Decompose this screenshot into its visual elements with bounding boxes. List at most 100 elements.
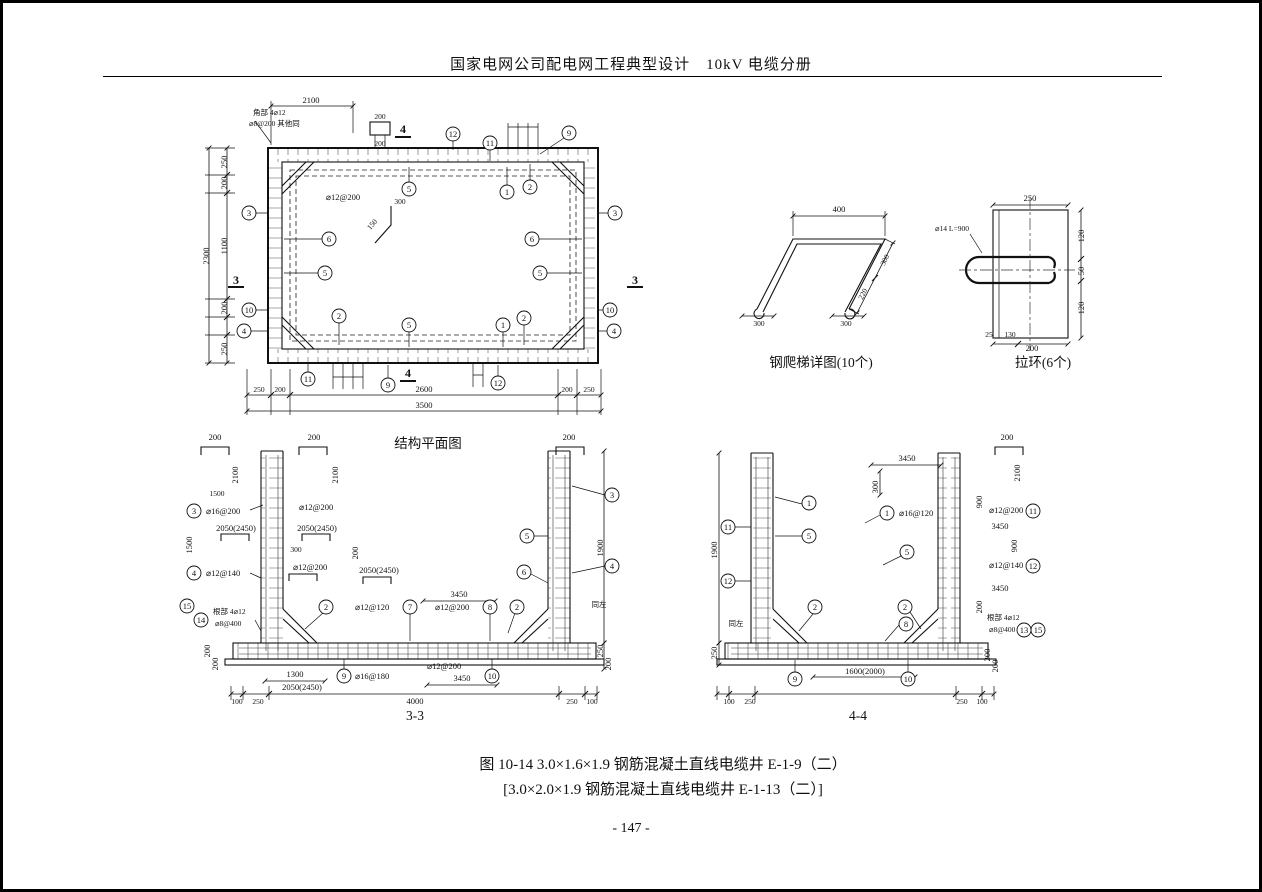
- dim-label: 100: [976, 697, 988, 706]
- callout-bubble-12: [720, 573, 736, 589]
- callout-number: 4: [192, 568, 197, 578]
- dim-label: 2100: [230, 467, 240, 484]
- dim-label: 300: [394, 197, 406, 206]
- dim-label: 3450: [899, 453, 916, 463]
- callout-number: 5: [525, 531, 529, 541]
- dim-label: 200: [561, 385, 573, 394]
- dim-label: 4: [400, 122, 406, 136]
- page-header-title: 国家电网公司配电网工程典型设计 10kV 电缆分册: [450, 57, 812, 73]
- dim-label: 300: [878, 253, 891, 267]
- callout-number: 4: [242, 326, 247, 336]
- callout-number: 11: [486, 138, 494, 148]
- dim-label: 200: [1001, 432, 1014, 442]
- callout-number: 12: [449, 129, 458, 139]
- callout-number: 3: [192, 506, 196, 516]
- callout-number: 5: [407, 320, 411, 330]
- dim-label: 2600: [416, 384, 433, 394]
- callout-bubble-1: [879, 505, 895, 521]
- callout-bubble-4: [186, 565, 202, 581]
- callout-bubble-3: [186, 503, 202, 519]
- ladder-dimensions: [739, 211, 896, 319]
- s33-structure: [224, 450, 605, 666]
- callout-number: 2: [903, 602, 907, 612]
- dim-label: 300: [290, 545, 302, 554]
- dim-label: 1300: [287, 669, 304, 679]
- callout-number: 5: [807, 531, 811, 541]
- dim-label: 1100: [219, 238, 229, 255]
- dim-label: 2300: [201, 248, 211, 265]
- callout-number: 6: [522, 567, 526, 577]
- callout-bubble-9: [380, 377, 396, 393]
- dim-label: 250: [566, 697, 578, 706]
- dim-label: ⌀16@200: [206, 506, 240, 516]
- callout-bubble-2: [318, 599, 334, 615]
- callout-bubble-15: [1030, 622, 1046, 638]
- ladder-title: 钢爬梯详图(10个): [769, 355, 873, 370]
- callout-number: 5: [905, 547, 909, 557]
- dim-label: 250: [1024, 193, 1037, 203]
- dim-label: ⌀8@400: [215, 619, 242, 628]
- dim-label: 200: [990, 660, 1000, 673]
- callout-bubble-10: [484, 668, 500, 684]
- dim-label: 200: [350, 547, 360, 560]
- dim-label: 1900: [595, 540, 605, 557]
- section-4-4-drawing: 4-4 1900250同左3450300⌀16@1202002100900⌀12…: [709, 432, 1046, 723]
- callout-bubble-11: [720, 519, 736, 535]
- callout-number: 4: [612, 326, 617, 336]
- callout-number: 3: [610, 490, 614, 500]
- dim-label: 900: [1009, 540, 1019, 553]
- dim-label: ⌀16@180: [355, 671, 389, 681]
- dim-label: 1600(2000): [845, 666, 885, 676]
- dim-label: 900: [974, 496, 984, 509]
- callout-bubble-9: [561, 125, 577, 141]
- dim-label: 2100: [303, 95, 320, 105]
- dim-label: 4: [405, 366, 411, 380]
- s33-bar-symbols: [200, 446, 585, 584]
- callout-bubble-11: [482, 135, 498, 151]
- callout-bubble-4: [606, 323, 622, 339]
- dim-label: 300: [870, 481, 880, 494]
- callout-number: 2: [813, 602, 817, 612]
- s44-dimensions: [714, 450, 997, 700]
- callout-bubble-15: [179, 598, 195, 614]
- plan-walls: [267, 147, 599, 364]
- callout-bubble-5: [317, 265, 333, 281]
- dim-label: 200: [974, 601, 984, 614]
- dim-label: 1500: [210, 489, 225, 498]
- callout-number: 9: [342, 671, 346, 681]
- dim-label: 250: [253, 385, 265, 394]
- callout-number: 9: [793, 674, 797, 684]
- callout-bubble-8: [482, 599, 498, 615]
- callout-bubble-5: [532, 265, 548, 281]
- callout-bubble-11: [300, 371, 316, 387]
- callout-number: 2: [337, 311, 341, 321]
- dim-label: 200: [374, 139, 386, 148]
- dim-label: 200: [219, 177, 229, 190]
- figure-caption: 图 10-14 3.0×1.6×1.9 钢筋混凝土直线电缆井 E-1-9（二） …: [479, 753, 846, 803]
- dim-label: 200: [603, 658, 613, 671]
- callout-number: 8: [488, 602, 492, 612]
- callout-number: 2: [528, 182, 532, 192]
- dim-label: 200: [210, 658, 220, 671]
- dim-label: 200: [219, 302, 229, 315]
- callout-number: 10: [904, 674, 913, 684]
- callout-bubble-11: [1025, 503, 1041, 519]
- dim-label: 角部 4⌀12: [253, 107, 286, 117]
- dim-label: 200: [374, 112, 386, 121]
- dim-label: 220: [856, 287, 869, 301]
- dim-label: 250: [956, 697, 968, 706]
- dim-label: 4000: [407, 696, 424, 706]
- dim-label: 200: [202, 645, 212, 658]
- dim-label: 250: [219, 343, 229, 356]
- dim-label: 200: [563, 432, 576, 442]
- dim-label: 120: [1076, 302, 1086, 315]
- callout-bubble-14: [193, 612, 209, 628]
- callout-number: 6: [327, 234, 331, 244]
- callout-bubble-2: [807, 599, 823, 615]
- dim-label: 3: [632, 273, 638, 287]
- callout-number: 2: [324, 602, 328, 612]
- callout-number: 1: [505, 187, 509, 197]
- dim-label: 2100: [1012, 465, 1022, 482]
